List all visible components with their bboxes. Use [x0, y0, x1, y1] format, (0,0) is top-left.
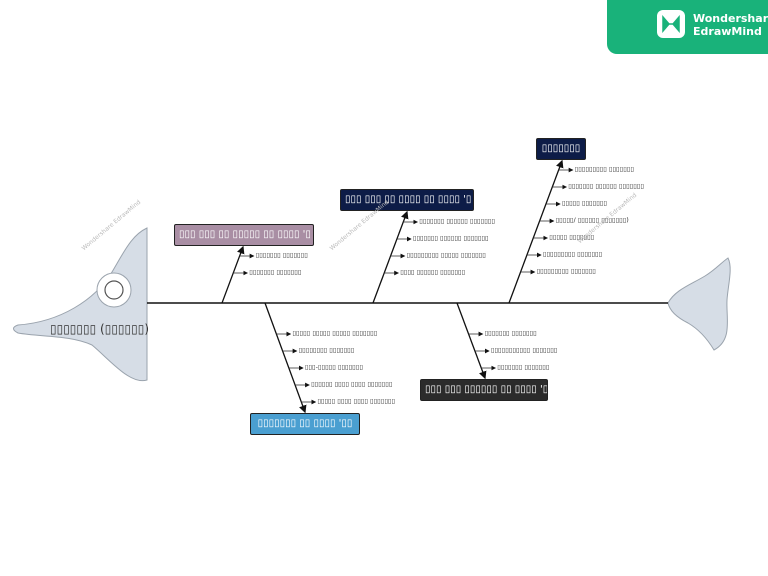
brand-line-1: Wondershare [693, 12, 768, 25]
cause-label[interactable]: ▯▯▯▯▯▯▯▯▯▯▯ ▯▯▯▯▯▯▯ [490, 346, 558, 354]
category-bone-3 [508, 159, 564, 304]
category-box-2[interactable]: ▯▯▯ ▯▯▯ ▯▯ ▯▯▯▯ ▯▯ ▯▯▯▯ '▯ [340, 189, 474, 211]
cause-label[interactable]: ▯▯▯▯▯▯ ▯▯▯▯ ▯▯▯▯ ▯▯▯▯▯▯▯ [311, 380, 393, 388]
cause-label[interactable]: ▯▯▯▯▯ ▯▯▯▯ ▯▯▯▯ ▯▯▯▯▯▯▯ [317, 397, 396, 405]
cause-label[interactable]: ▯▯▯▯▯▯▯ ▯▯▯▯▯▯ ▯▯▯▯▯▯▯ [419, 217, 495, 225]
cause-label[interactable]: ▯▯▯▯▯▯▯▯ ▯▯▯▯▯▯▯ [298, 346, 355, 354]
cause-label[interactable]: ▯▯▯▯▯▯▯▯▯ ▯▯▯▯▯▯▯ [536, 267, 596, 275]
category-bone-2 [372, 210, 409, 304]
category-bone-1 [221, 245, 245, 304]
brand-banner[interactable]: Wondershare EdrawMind [607, 0, 768, 54]
cause-label[interactable]: ▯▯▯▯▯ ▯▯▯▯▯ ▯▯▯▯▯ ▯▯▯▯▯▯▯ [292, 329, 378, 337]
cause-label[interactable]: ▯▯▯▯▯ ▯▯▯▯▯▯▯ [561, 199, 607, 207]
problem-head-label[interactable]: ▯▯▯▯▯▯▯ (▯▯▯▯▯▯) [50, 322, 150, 336]
category-bone-4 [264, 302, 307, 414]
category-box-5[interactable]: ▯▯▯ ▯▯▯ ▯▯▯▯▯▯ ▯▯ ▯▯▯▯ '▯ [420, 379, 548, 401]
brand-line-2: EdrawMind [693, 25, 762, 38]
cause-label[interactable]: ▯▯▯▯▯▯▯ ▯▯▯▯▯▯▯ [497, 363, 550, 371]
edrawmind-logo-icon [657, 10, 685, 38]
fish-tail-shape [667, 257, 731, 351]
category-box-4[interactable]: ▯▯▯▯▯▯▯ ▯▯ ▯▯▯▯ '▯▯ [250, 413, 360, 435]
fish-eye-inner [104, 280, 124, 300]
cause-label[interactable]: ▯▯▯▯▯▯▯▯▯ ▯▯▯▯▯▯▯ [574, 165, 634, 173]
cause-label[interactable]: ▯▯▯▯▯▯▯ ▯▯▯▯▯▯ ▯▯▯▯▯▯▯ [412, 234, 489, 242]
cause-label[interactable]: ▯▯▯▯▯▯▯ ▯▯▯▯▯▯ ▯▯▯▯▯▯▯ [568, 182, 644, 190]
cause-label[interactable]: ▯▯▯-▯▯▯▯▯ ▯▯▯▯▯▯▯ [304, 363, 363, 371]
fish-eye-outer [96, 272, 132, 308]
fish-head-shape [13, 227, 148, 382]
cause-label[interactable]: ▯▯▯▯ ▯▯▯▯▯▯ ▯▯▯▯▯▯▯ [400, 268, 466, 276]
cause-label[interactable]: ▯▯▯▯▯▯▯ ▯▯▯▯▯▯▯ [255, 251, 308, 259]
brand-name: Wondershare EdrawMind [693, 12, 768, 38]
cause-label[interactable]: ▯▯▯▯▯/ ▯▯▯▯▯▯ ▯▯▯▯▯▯▯) [555, 216, 629, 224]
cause-label[interactable]: ▯▯▯▯▯ ▯▯▯▯▯▯▯ [549, 233, 595, 241]
category-bone-5 [456, 302, 487, 380]
cause-label[interactable]: ▯▯▯▯▯▯▯▯▯ ▯▯▯▯▯ ▯▯▯▯▯▯▯ [406, 251, 486, 259]
category-box-3[interactable]: ▯▯▯▯▯▯▯ [536, 138, 586, 160]
cause-label[interactable]: ▯▯▯▯▯▯▯ ▯▯▯▯▯▯▯ [249, 268, 302, 276]
cause-label[interactable]: ▯▯▯▯▯▯▯ ▯▯▯▯▯▯▯ [484, 329, 537, 337]
category-box-1[interactable]: ▯▯▯ ▯▯▯ ▯▯ ▯▯▯▯▯ ▯▯ ▯▯▯▯ '▯ [174, 224, 314, 246]
cause-label[interactable]: ▯▯▯▯▯▯▯▯▯ ▯▯▯▯▯▯▯ [542, 250, 603, 258]
